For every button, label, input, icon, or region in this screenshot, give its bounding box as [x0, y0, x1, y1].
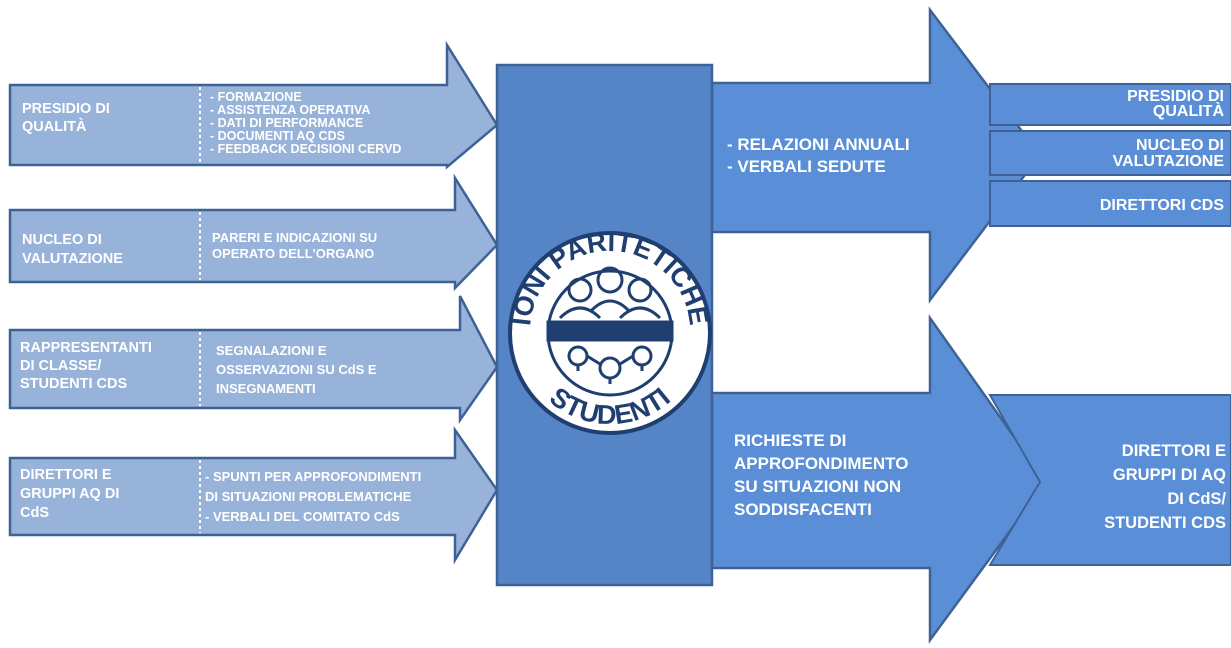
output-target-label: GRUPPI DI AQ: [1113, 466, 1226, 484]
input-source-label: PRESIDIO DI: [22, 101, 110, 117]
input-source-label: VALUTAZIONE: [22, 251, 123, 267]
input-arrow-presidio: [8, 40, 499, 170]
output-target-label: DIRETTORI E: [1122, 442, 1226, 460]
output-target-label: NUCLEO DI: [1136, 137, 1224, 154]
output-item-text: APPROFONDIMENTO: [734, 454, 908, 473]
input-arrow-rappresentanti: [8, 295, 499, 424]
group-of-people-icon: [546, 266, 674, 384]
input-source-label: DI CLASSE/: [20, 358, 101, 374]
input-item-text: OPERATO DELL'ORGANO: [212, 246, 374, 261]
input-item-text: - DATI DI PERFORMANCE: [210, 116, 363, 130]
output-item-text: SODDISFACENTI: [734, 500, 872, 519]
input-source-label: CdS: [20, 505, 49, 521]
input-item-text: SEGNALAZIONI E: [216, 343, 327, 358]
output-target-label: DI CdS/: [1167, 490, 1226, 508]
output-target-presidio: [989, 83, 1231, 126]
output-arrow-bottom: [710, 314, 1048, 644]
output-item-text: RICHIESTE DI: [734, 431, 846, 450]
output-item-text: SU SITUAZIONI NON: [734, 477, 901, 496]
input-item-text: INSEGNAMENTI: [216, 381, 316, 396]
input-item-text: - SPUNTI PER APPROFONDIMENTI: [205, 469, 421, 484]
output-target-label: DIRETTORI CDS: [1100, 197, 1224, 214]
output-target-label: VALUTAZIONE: [1113, 153, 1225, 170]
input-source-label: RAPPRESENTANTI: [20, 340, 152, 356]
input-item-text: - FORMAZIONE: [210, 90, 302, 104]
input-source-label: GRUPPI AQ DI: [20, 486, 119, 502]
output-target-label: QUALITÀ: [1153, 101, 1225, 120]
output-target-direttori-gruppi: [988, 394, 1231, 566]
input-item-text: DI SITUAZIONI PROBLEMATICHE: [205, 489, 412, 504]
output-target-label: STUDENTI CDS: [1104, 514, 1226, 532]
output-target-label: PRESIDIO DI: [1127, 88, 1224, 105]
input-arrow-direttori: [8, 426, 499, 565]
output-target-nucleo: [989, 130, 1231, 176]
output-item-text: - RELAZIONI ANNUALI: [727, 135, 910, 154]
input-item-text: OSSERVAZIONI SU CdS E: [216, 362, 377, 377]
input-item-text: - DOCUMENTI AQ CDS: [210, 129, 345, 143]
input-source-label: DIRETTORI E: [20, 467, 112, 483]
output-target-direttori-cds: [989, 180, 1231, 227]
input-item-text: PARERI E INDICAZIONI SU: [212, 230, 377, 245]
output-arrow-top: [710, 6, 1042, 304]
input-source-label: QUALITÀ: [22, 118, 87, 135]
input-source-label: STUDENTI CDS: [20, 376, 127, 392]
input-arrow-nucleo: [8, 173, 499, 292]
input-source-label: NUCLEO DI: [22, 232, 102, 248]
input-item-text: - ASSISTENZA OPERATIVA: [210, 103, 370, 117]
output-item-text: - VERBALI SEDUTE: [727, 157, 886, 176]
input-item-text: - VERBALI DEL COMITATO CdS: [205, 509, 400, 524]
input-item-text: - FEEDBACK DECISIONI CERVD: [210, 142, 401, 156]
